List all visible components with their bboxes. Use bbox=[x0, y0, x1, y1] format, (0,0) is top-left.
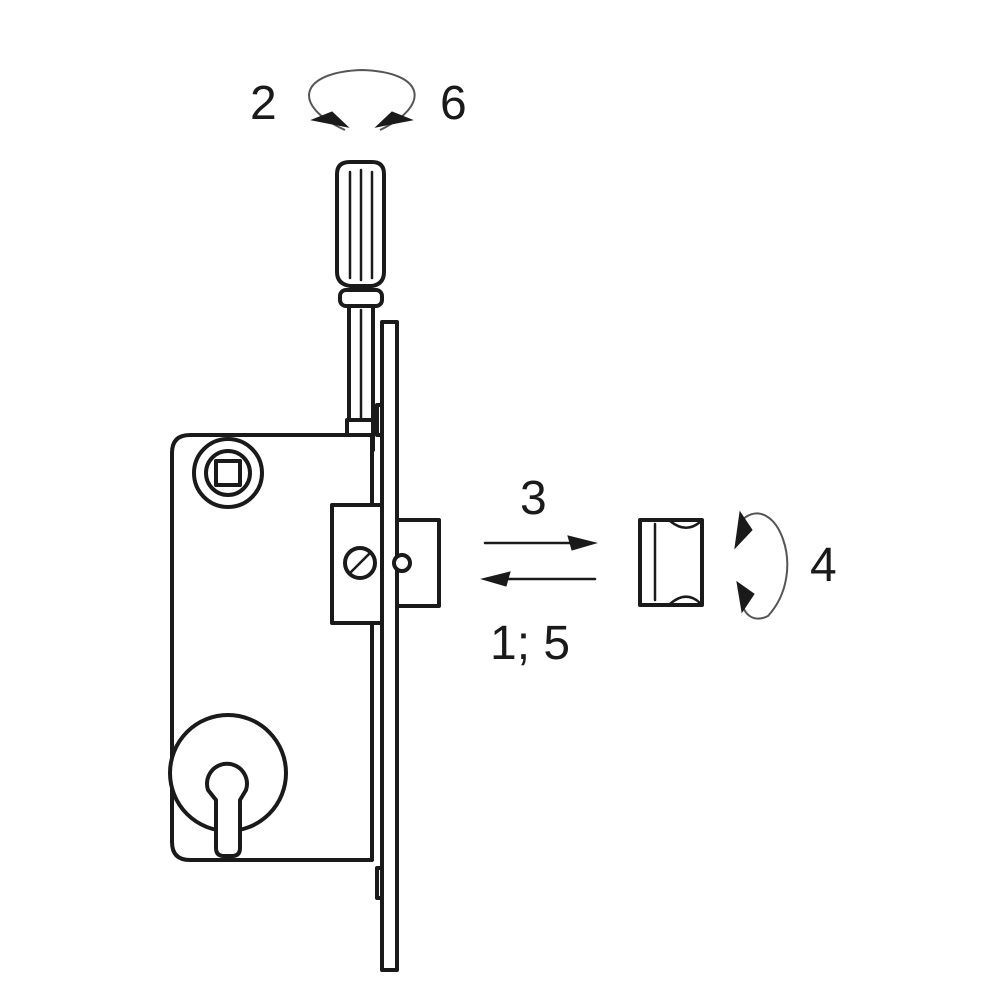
step-label-1-5: 1; 5 bbox=[490, 617, 571, 670]
insert-remove-arrows bbox=[480, 535, 598, 587]
step-label-4: 4 bbox=[810, 539, 837, 592]
mortise-lock-icon bbox=[168, 320, 441, 972]
step-label-3: 3 bbox=[520, 472, 547, 525]
step-label-2: 2 bbox=[250, 77, 277, 130]
latch-bolt-icon bbox=[638, 518, 704, 607]
screwdriver-rotation-arrow bbox=[308, 68, 416, 131]
latch-rotation-arrow bbox=[734, 510, 789, 620]
step-label-6: 6 bbox=[440, 77, 467, 130]
